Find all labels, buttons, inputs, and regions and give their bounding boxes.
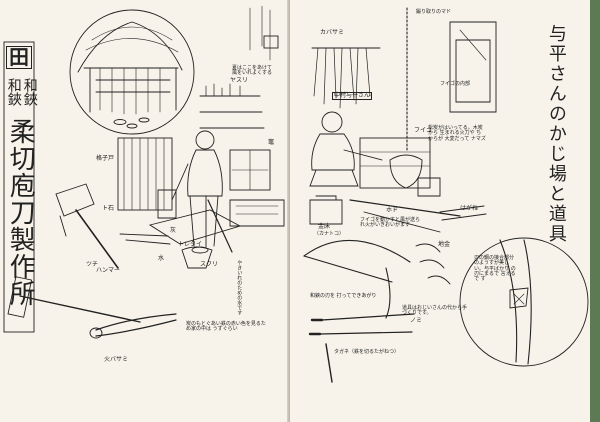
label-kabasami: カバサミ — [320, 29, 345, 36]
note-summer: 夏はここをあけて風をいれよくする — [232, 65, 273, 77]
label-hodo: ホド — [386, 207, 399, 214]
label-kanadoko-sub: （カナトコ） — [314, 231, 345, 237]
label-nomi: ノミ — [410, 317, 423, 324]
label-ash: 灰 — [170, 227, 177, 234]
label-fuigo-inside: フイゴの内部 — [440, 81, 471, 87]
note-charcoal: 松炭がはいってる。木炭から 生まれる火力や ちからが 大変だって ナマズ — [428, 125, 486, 142]
label-hagane: はがね — [460, 205, 479, 212]
note-window: 鍛り取りのマド — [416, 9, 452, 15]
note-sickle: 和鋏の刃を 打ってできあがり — [310, 293, 377, 299]
label-stove: ト石 — [102, 205, 115, 212]
label-tongs: 火バサミ — [104, 356, 129, 363]
craftsman-head — [321, 111, 343, 133]
sign-line2: 和鋏 — [21, 78, 38, 106]
note-bellows-wind: フイゴを動かすと風が送られ火がいきおいがます — [360, 217, 421, 229]
left-page-illustration — [3, 5, 285, 339]
right-page: 与平さんのかじ場と道具 カバサミ 中村与平さん 鍛り取りのマド フイゴ フイゴの… — [290, 0, 590, 422]
label-fuigo: フイゴ — [414, 127, 433, 134]
shop-crest: 田 — [6, 46, 32, 69]
label-toretai: トレタイ — [178, 241, 203, 248]
note-blade-detail: 刃の鋼の接合部分のようすが美しい。与平ばかり の刃にまるで 言えるで す — [474, 255, 516, 282]
label-sukui: スクリ — [200, 261, 219, 268]
old-woman-head — [195, 130, 215, 150]
right-page-illustration — [303, 7, 589, 383]
label-ji-gane: 地金 — [438, 241, 451, 248]
left-page: 田 和鋏 和鋏 柔切庖刀製作所 ヤスリ 格子戸 ト石 ハンマー ツチ 火バサミ … — [0, 0, 290, 422]
craftsman-tag: 中村与平さん — [332, 92, 373, 101]
note-water: やきいれのための水です — [236, 260, 243, 315]
sign-title: 柔切庖刀製作所 — [5, 118, 36, 307]
label-kanadoko: 金床 — [318, 223, 331, 230]
cover-edge — [590, 0, 600, 422]
shop-sign-board — [3, 41, 35, 333]
sign-line1: 和鋏 — [5, 78, 22, 106]
label-pot: 水 — [158, 255, 165, 262]
label-yasuri: ヤスリ — [230, 77, 249, 84]
label-window: 格子戸 — [96, 155, 115, 162]
blade-detail-circle — [459, 237, 589, 367]
label-kamado: 竈 — [268, 139, 275, 146]
note-tools-handmade: 道具はおじいさんの代から手づくりです。 — [402, 305, 468, 317]
caption-dark-room: 炭のもとぐあい鉄の赤い色を見るため家の中は うすぐらい — [186, 321, 266, 333]
page-heading: 与平さんのかじ場と道具 — [545, 24, 567, 244]
label-tsuchi: ツチ — [86, 261, 99, 268]
label-tagane: タガネ（鉄を切るたがねつ） — [334, 349, 400, 355]
house-inset-circle — [69, 9, 195, 135]
hammer-head — [55, 183, 95, 217]
label-hammer: ハンマー — [96, 267, 121, 274]
